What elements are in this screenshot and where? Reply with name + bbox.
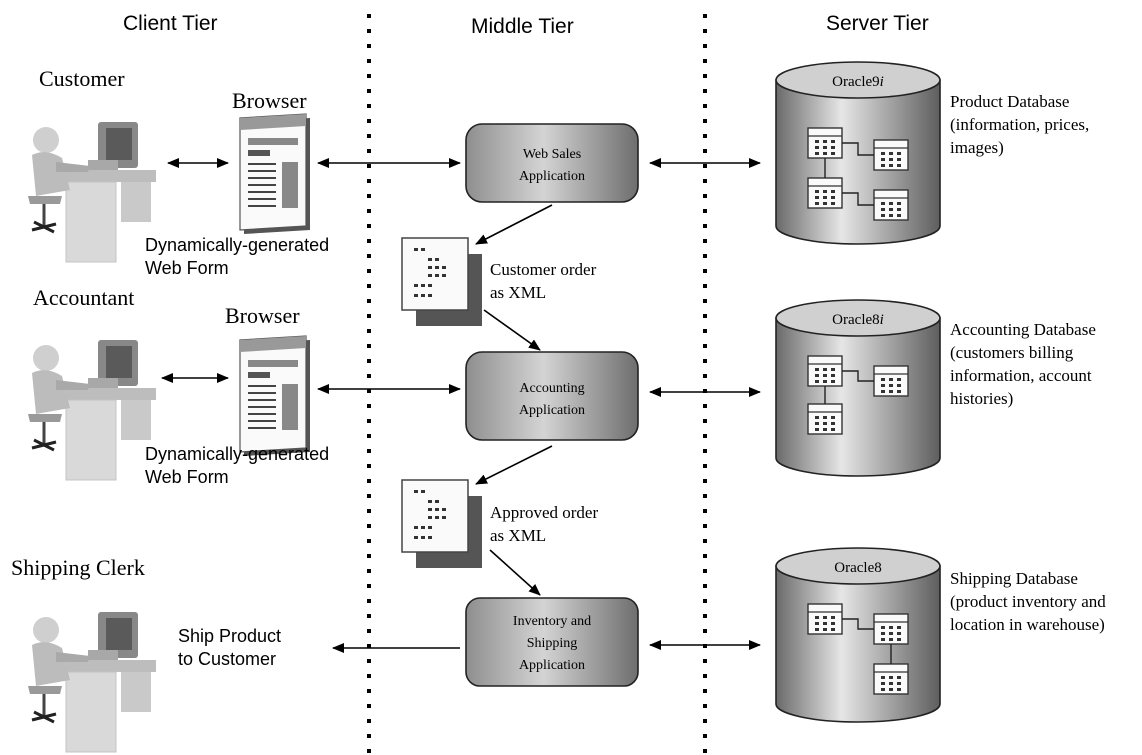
arrow-order-to-accounting <box>483 309 541 351</box>
shipping-clerk-label: Shipping Clerk <box>11 555 145 580</box>
web-sales-line2: Application <box>519 169 585 184</box>
product-db-engine: Oracle9i <box>832 74 884 90</box>
middle-tier-heading: Middle Tier <box>471 15 574 38</box>
shipping-db-desc-line2: (product inventory and <box>950 592 1106 611</box>
customer-browser-page-icon <box>239 113 311 235</box>
accountant-web-form-line1: Dynamically-generated <box>145 444 329 464</box>
customer-label: Customer <box>39 66 125 91</box>
customer-order-line2: as XML <box>490 283 546 302</box>
accountant-label: Accountant <box>33 285 134 310</box>
accounting-db-desc-line2: (customers billing <box>950 343 1074 362</box>
shipping-db-engine: Oracle8 <box>834 560 881 576</box>
ship-product-line2: to Customer <box>178 649 276 669</box>
inventory-app-line3: Application <box>519 658 585 673</box>
customer-order-line1: Customer order <box>490 260 597 279</box>
inventory-shipping-application: Inventory and Shipping Application <box>465 597 639 687</box>
approved-order-line2: as XML <box>490 526 546 545</box>
shipping-db-desc-line3: location in warehouse) <box>950 615 1105 634</box>
accounting-database-cylinder: Oracle8i <box>775 299 941 477</box>
arrow-accounting-to-approved <box>475 445 553 485</box>
approved-order-line1: Approved order <box>490 503 598 522</box>
accountant-browser-page-icon <box>239 335 311 457</box>
arrow-approved-to-inventory <box>489 549 541 596</box>
inventory-app-line2: Shipping <box>527 636 578 651</box>
accounting-db-desc-line4: histories) <box>950 389 1013 408</box>
client-tier-heading: Client Tier <box>123 12 218 35</box>
shipping-db-desc-line1: Shipping Database <box>950 569 1078 588</box>
accounting-db-engine: Oracle8i <box>832 312 884 328</box>
customer-web-form-line2: Web Form <box>145 258 229 278</box>
product-database-cylinder: Oracle9i <box>775 61 941 245</box>
arrow-websales-to-order <box>475 204 553 245</box>
approved-order-xml-doc-icon <box>401 479 483 569</box>
accountant-browser-label: Browser <box>225 303 300 328</box>
inventory-app-line1: Inventory and <box>513 614 591 629</box>
shipping-clerk-person-icon <box>26 610 158 754</box>
accountant-web-form-line2: Web Form <box>145 467 229 487</box>
server-tier-heading: Server Tier <box>826 12 929 35</box>
ship-product-line1: Ship Product <box>178 626 281 646</box>
product-db-desc-line3: images) <box>950 138 1004 157</box>
web-sales-line1: Web Sales <box>523 147 581 162</box>
customer-person-icon <box>26 120 158 264</box>
customer-order-xml-doc-icon <box>401 237 483 327</box>
accounting-app-line1: Accounting <box>519 381 584 396</box>
accounting-app-line2: Application <box>519 403 585 418</box>
accounting-application: Accounting Application <box>465 351 639 441</box>
web-sales-application: Web Sales Application <box>465 123 639 203</box>
accounting-db-desc-line3: information, account <box>950 366 1092 385</box>
product-db-desc-line1: Product Database <box>950 92 1069 111</box>
customer-web-form-line1: Dynamically-generated <box>145 235 329 255</box>
product-db-desc-line2: (information, prices, <box>950 115 1089 134</box>
accounting-db-desc-line1: Accounting Database <box>950 320 1096 339</box>
shipping-database-cylinder: Oracle8 <box>775 547 941 723</box>
customer-browser-label: Browser <box>232 88 307 113</box>
accountant-person-icon <box>26 338 158 482</box>
